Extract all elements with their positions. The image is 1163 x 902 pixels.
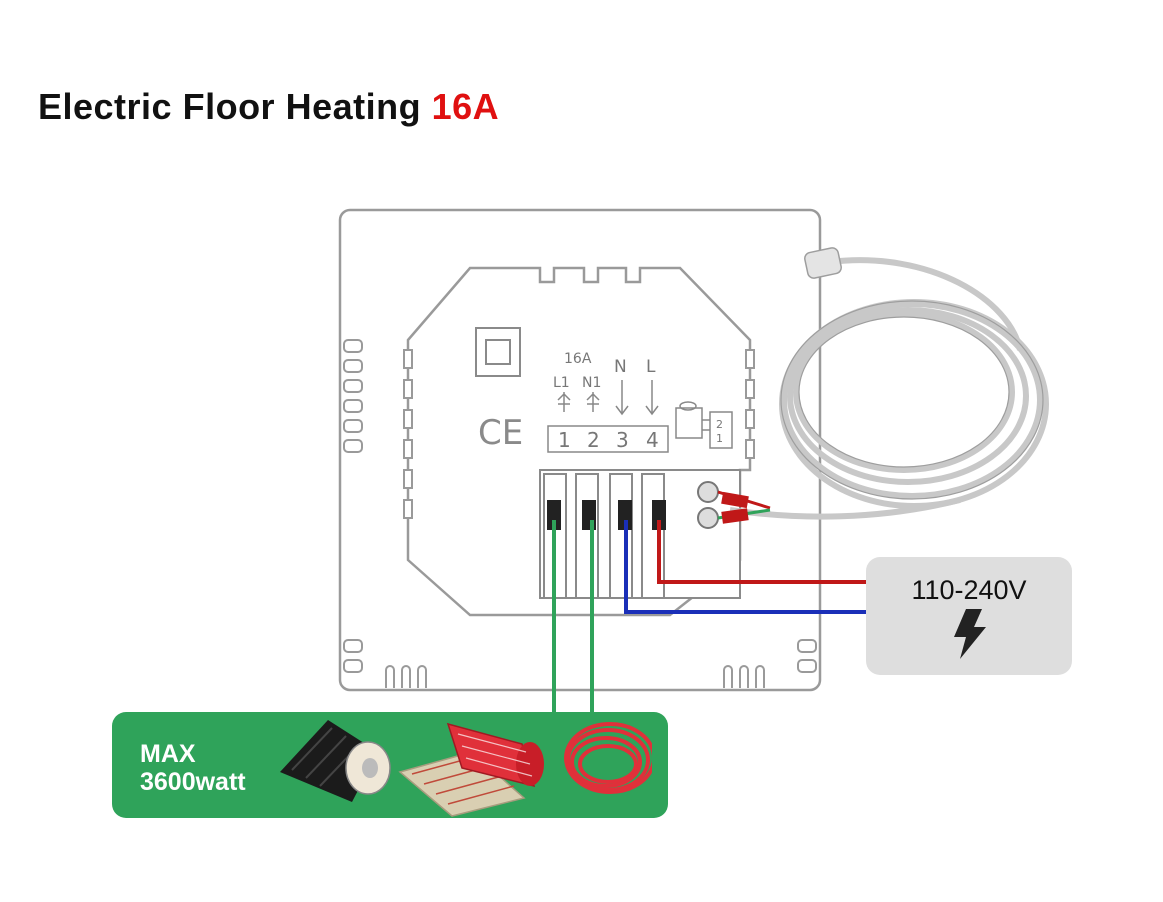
terminal-label-n1: N1 <box>582 375 601 391</box>
terminal-number-box <box>547 425 669 453</box>
title-main: Electric Floor Heating <box>38 86 422 127</box>
terminal-number-3: 3 <box>616 428 629 452</box>
sensor-symbol-icon <box>675 401 733 449</box>
sensor-number-2: 2 <box>716 418 723 431</box>
neutral-wire <box>624 520 866 614</box>
terminal-arrow-symbols <box>557 380 659 416</box>
terminal-number-4: 4 <box>646 428 659 452</box>
sensor-wire-ends <box>717 490 771 524</box>
terminal-number-2: 2 <box>587 428 600 452</box>
sensor-probe <box>804 247 842 279</box>
load-max-label: MAX 3600watt <box>140 740 246 796</box>
sensor-terminal-screws <box>697 481 719 529</box>
ce-mark-icon: CE <box>478 413 523 453</box>
terminal-number-1: 1 <box>558 428 571 452</box>
terminal-label-n: N <box>614 357 627 377</box>
title-accent: 16A <box>431 86 500 127</box>
heating-film-roll-icon <box>280 720 391 802</box>
load-max-line2: 3600watt <box>140 768 246 796</box>
heating-cable-coil-icon <box>564 722 652 794</box>
right-vent-slots <box>797 639 817 673</box>
heating-load-panel: MAX 3600watt <box>112 712 668 818</box>
lightning-bolt-icon <box>954 609 986 659</box>
terminal-rating-label: 16A <box>564 351 592 367</box>
bottom-vent-slots <box>385 665 765 688</box>
load-max-line1: MAX <box>140 740 196 768</box>
page-title: Electric Floor Heating 16A <box>38 86 499 128</box>
power-supply-box: 110-240V <box>866 557 1072 675</box>
supply-voltage-label: 110-240V <box>911 575 1027 605</box>
left-vent-slots <box>343 339 363 673</box>
heating-elements-illustration <box>280 720 652 817</box>
sensor-cable-coil <box>729 257 1049 520</box>
module-side-notches <box>403 349 755 519</box>
terminal-label-l: L <box>646 357 656 377</box>
live-wire <box>657 520 866 584</box>
heating-mat-icon <box>398 722 544 817</box>
sensor-cable-coil-outline <box>780 300 1044 500</box>
sensor-number-1: 1 <box>716 432 723 445</box>
double-insulation-icon <box>475 327 521 377</box>
terminal-label-l1: L1 <box>553 375 570 391</box>
